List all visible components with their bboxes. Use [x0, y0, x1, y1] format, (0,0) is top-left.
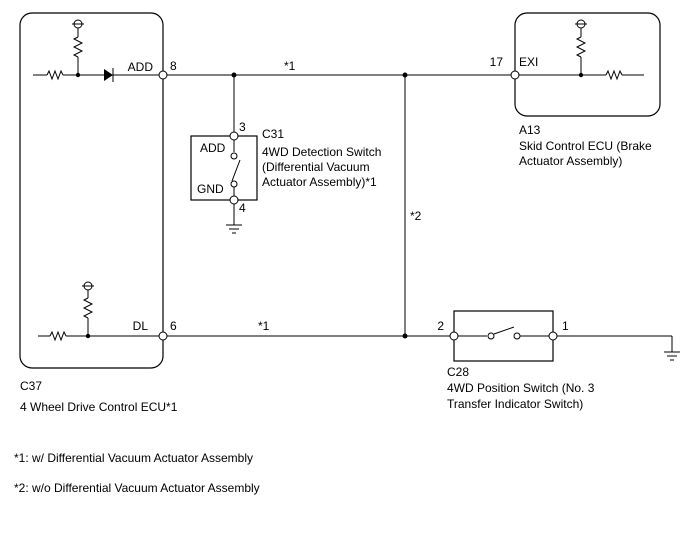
- c37-name: 4 Wheel Drive Control ECU*1: [20, 400, 178, 414]
- c37-dl-internal-circuit: [38, 281, 159, 342]
- c37-add-label: ADD: [128, 60, 154, 74]
- resistor-icon: [82, 297, 94, 319]
- a13-pin-17-terminal: [510, 70, 520, 80]
- c37-pin-6-terminal: [158, 331, 168, 341]
- resistor-icon: [72, 36, 84, 58]
- c31-gnd-label: GND: [197, 182, 224, 196]
- resistor-icon: [605, 69, 623, 81]
- c31-name-line3: Actuator Assembly)*1: [262, 175, 377, 189]
- ecu-c37-box: [19, 12, 164, 369]
- c37-pin-8-terminal: [158, 70, 168, 80]
- top-wire-note: *1: [284, 59, 296, 73]
- c28-name-line1: 4WD Position Switch (No. 3: [447, 381, 595, 395]
- c37-add-internal-circuit: [33, 19, 159, 82]
- c31-pin3: 3: [239, 120, 246, 134]
- footnote-1: *1: w/ Differential Vacuum Actuator Asse…: [14, 451, 253, 465]
- external-wiring: [167, 72, 673, 352]
- a13-exi-label: EXI: [519, 55, 538, 69]
- c31-add-label: ADD: [200, 141, 226, 155]
- c31-code: C31: [262, 127, 284, 141]
- c31-name-line1: 4WD Detection Switch: [262, 145, 381, 159]
- c28-pin1: 1: [562, 319, 569, 333]
- a13-name-line2: Actuator Assembly): [519, 154, 622, 168]
- vertical-wire-note: *2: [410, 209, 422, 223]
- c28-pin2: 2: [437, 319, 444, 333]
- footnote-2: *2: w/o Differential Vacuum Actuator Ass…: [14, 481, 260, 495]
- c31-switch-contacts: [230, 140, 241, 196]
- switch-c31-box: [190, 135, 258, 201]
- c31-pin4: 4: [239, 201, 246, 215]
- c28-code: C28: [447, 365, 469, 379]
- bottom-wire-note: *1: [258, 319, 270, 333]
- c28-pin-1-terminal: [548, 331, 558, 341]
- c37-dl-pin: 6: [170, 319, 177, 333]
- switch-icon: [231, 159, 241, 182]
- c28-pin-2-terminal: [449, 331, 459, 341]
- resistor-icon: [575, 36, 587, 58]
- c37-add-pin: 8: [170, 59, 177, 73]
- a13-exi-pin: 17: [490, 55, 504, 69]
- a13-name-line1: Skid Control ECU (Brake: [519, 139, 652, 153]
- c28-switch-contacts: [458, 326, 549, 340]
- c28-name-line2: Transfer Indicator Switch): [447, 397, 583, 411]
- switch-icon: [493, 326, 515, 335]
- c37-dl-label: DL: [133, 319, 149, 333]
- ground-icon: [664, 351, 680, 361]
- resistor-icon: [49, 330, 67, 342]
- c31-pin-3-terminal: [229, 131, 239, 141]
- c31-name-line2: (Differential Vacuum: [262, 160, 370, 174]
- c31-pin-4-terminal: [229, 195, 239, 205]
- diode-icon: [104, 69, 113, 81]
- ecu-a13-box: [514, 12, 661, 117]
- a13-code: A13: [519, 123, 541, 137]
- ground-icon: [226, 224, 242, 234]
- a13-exi-internal-circuit: [519, 19, 644, 81]
- c37-code: C37: [20, 379, 42, 393]
